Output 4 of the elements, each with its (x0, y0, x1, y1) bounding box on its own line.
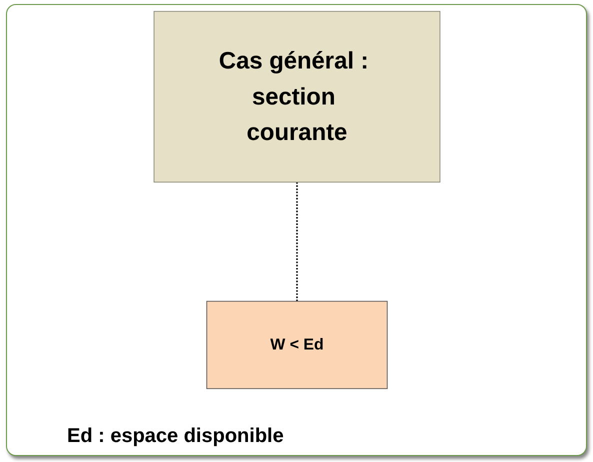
connector (296, 182, 298, 302)
note-text: Ed : espace disponible (67, 425, 284, 448)
node-box: W < Ed (206, 300, 388, 390)
node-box: Cas général : section courante (153, 10, 440, 183)
